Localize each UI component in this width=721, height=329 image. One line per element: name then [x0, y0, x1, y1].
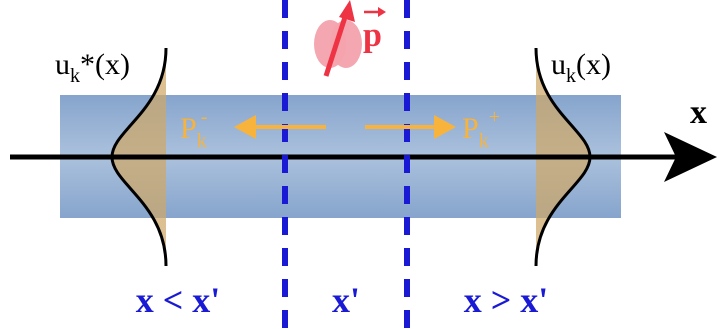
region-left-label: x < x' — [136, 280, 221, 320]
axis-x-label: x — [690, 94, 707, 131]
x-axis-arrowhead — [664, 132, 717, 182]
p-vector-arrow-head — [378, 7, 386, 17]
p-minus-arrow-head — [234, 115, 256, 139]
p-plus-arrow-head — [434, 115, 456, 139]
p-minus-label: Pk- — [180, 106, 207, 152]
u-conj-label: uk*(x) — [55, 48, 130, 87]
region-mid-label: x' — [332, 280, 360, 320]
region-right-label: x > x' — [464, 280, 549, 320]
momentum-arrow-head — [339, 0, 355, 22]
u-right-label: uk(x) — [551, 48, 611, 87]
momentum-arrow-shaft — [323, 13, 349, 77]
p-plus-label: Pk+ — [462, 106, 500, 152]
momentum-label: p — [363, 17, 382, 54]
